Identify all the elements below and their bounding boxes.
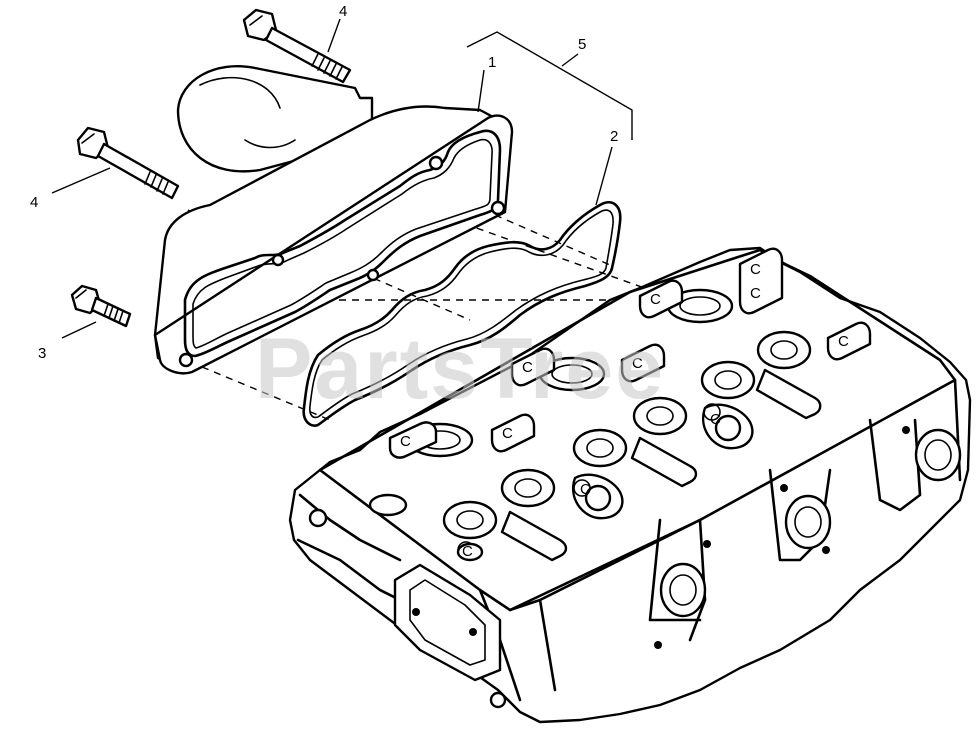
valve-cover: [153, 65, 514, 375]
gasket: [302, 201, 622, 427]
callout-5: 5: [578, 36, 586, 53]
watermark: PartsTree: [255, 321, 665, 417]
callout-2: 2: [610, 128, 618, 145]
svg-text:C: C: [710, 411, 721, 428]
rocker-linkages: [457, 368, 822, 562]
callout-4-left: 4: [30, 194, 38, 211]
valve-springs: [442, 330, 812, 540]
svg-text:C: C: [580, 481, 591, 498]
callout-3: 3: [38, 345, 46, 362]
callout-4-top: 4: [339, 3, 347, 20]
svg-text:C: C: [632, 355, 643, 372]
svg-text:C: C: [400, 433, 411, 450]
callout-leaders: [51, 18, 633, 339]
svg-text:C: C: [750, 285, 761, 302]
svg-text:C: C: [750, 261, 761, 278]
callout-1: 1: [488, 54, 496, 71]
svg-text:C: C: [522, 359, 533, 376]
svg-text:C: C: [502, 425, 513, 442]
bolt-long-top: [242, 8, 352, 84]
bolt-short: [70, 284, 132, 328]
rear-valve-row: C C C C C C C C C C C: [368, 247, 872, 562]
svg-text:C: C: [462, 543, 473, 560]
bolt-long-left: [76, 126, 180, 200]
svg-text:C: C: [838, 333, 849, 350]
svg-text:C: C: [650, 291, 661, 308]
cylinder-head: C C C C C C C C C C C: [288, 246, 972, 724]
